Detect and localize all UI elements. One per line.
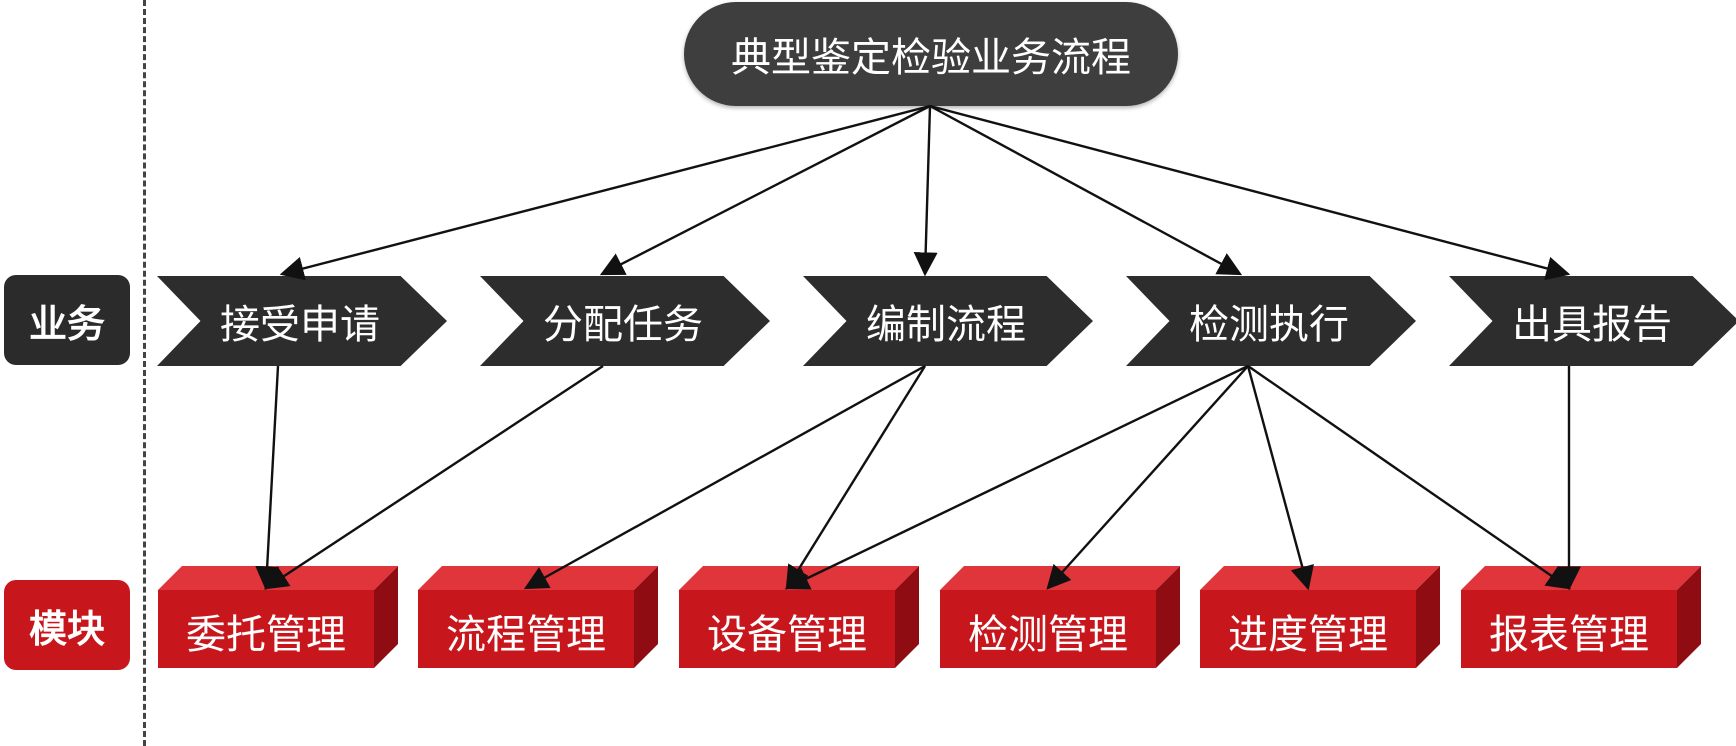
arrow-step-4-to-module-4 (1046, 365, 1249, 590)
arrow-step-3-to-module-2 (523, 364, 926, 590)
arrow-title-to-step-3 (913, 105, 938, 277)
dashed-divider (143, 0, 146, 746)
diagram-title: 典型鉴定检验业务流程 (684, 2, 1178, 106)
process-step-1-shape (157, 276, 447, 366)
module-block-5 (1200, 566, 1440, 668)
arrow-title-to-step-1 (279, 104, 931, 281)
arrow-step-4-to-module-3 (784, 364, 1249, 590)
business-label: 业务 (4, 275, 130, 365)
module-block-2 (418, 566, 658, 668)
module-block-6 (1461, 566, 1701, 668)
arrow-title-to-step-5 (929, 104, 1571, 281)
arrow-step-1-to-module-1 (255, 365, 280, 591)
module-block-4 (940, 566, 1180, 668)
process-step-5-shape (1449, 276, 1736, 366)
modules-label: 模块 (4, 580, 130, 670)
process-step-4-shape (1126, 276, 1416, 366)
module-block-1 (158, 566, 398, 668)
arrow-step-4-to-module-6 (1247, 365, 1571, 590)
process-step-2-shape (480, 276, 770, 366)
arrow-step-3-to-module-3 (785, 365, 927, 591)
arrow-step-2-to-module-1 (263, 364, 604, 590)
arrow-title-to-step-2 (599, 104, 931, 276)
arrow-step-4-to-module-5 (1246, 365, 1314, 591)
arrow-title-to-step-4 (929, 104, 1243, 276)
process-step-3-shape (803, 276, 1093, 366)
